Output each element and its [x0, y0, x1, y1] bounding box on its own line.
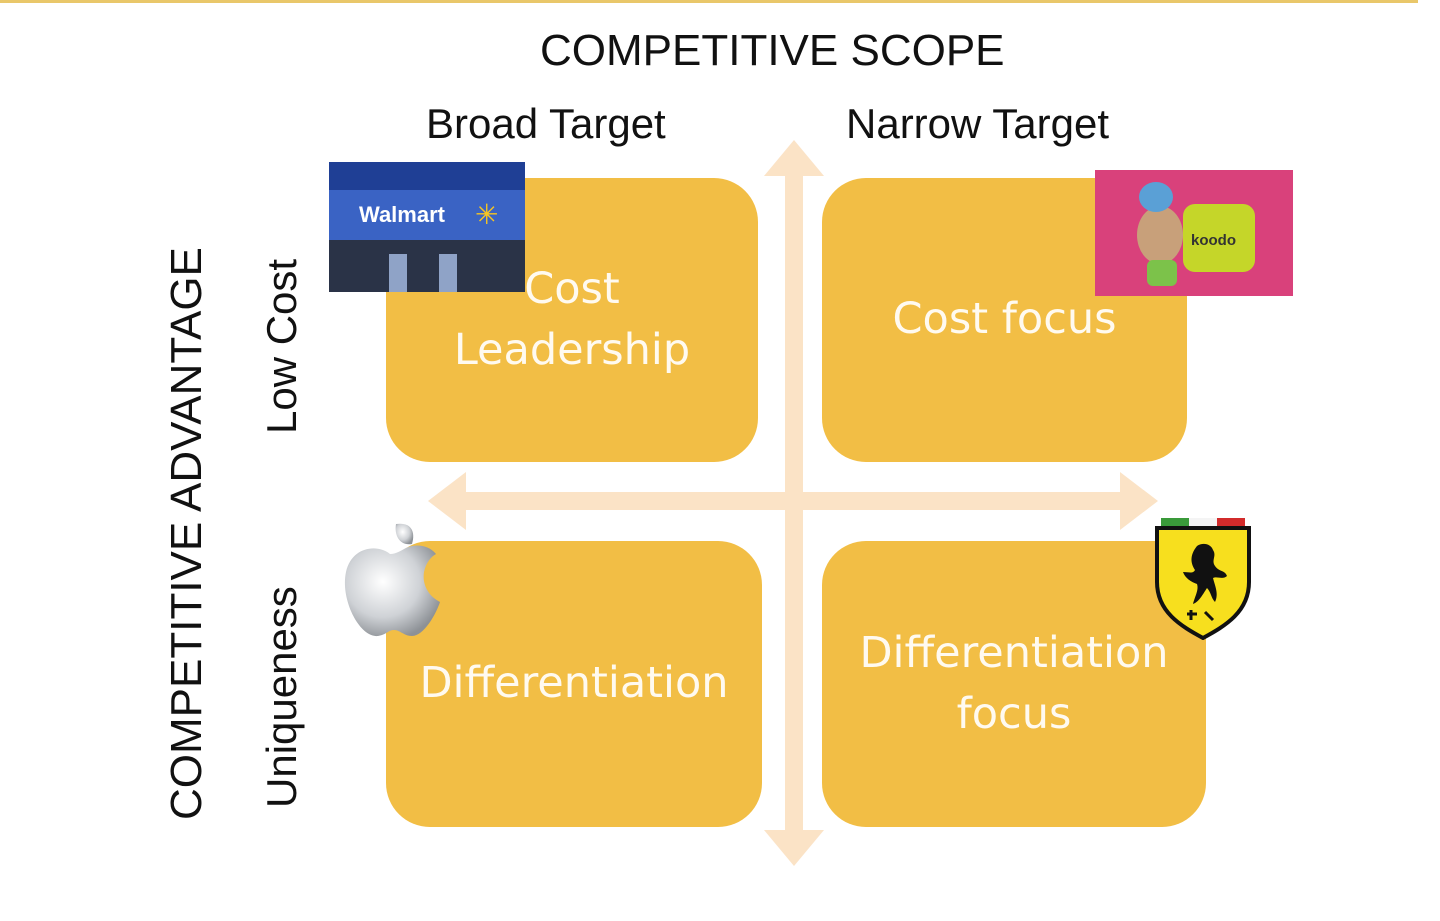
mascot-legs: [1147, 260, 1177, 286]
quadrant-differentiation-focus: Differentiation focus: [822, 541, 1206, 827]
horizontal-axis-shaft: [462, 492, 1126, 510]
store-front: [329, 240, 525, 292]
mascot-body: [1137, 206, 1183, 264]
ferrari-logo: [1155, 518, 1251, 640]
koodo-logo-text: koodo: [1191, 232, 1236, 249]
quadrant-differentiation: Differentiation: [386, 541, 762, 827]
flag-red: [1217, 518, 1245, 526]
apple-leaf: [395, 523, 414, 545]
competitive-scope-title: COMPETITIVE SCOPE: [540, 26, 1005, 75]
competitive-advantage-title: COMPETITIVE ADVANTAGE: [162, 247, 211, 820]
walmart-logo-text: Walmart: [359, 202, 445, 227]
koodo-logo: koodo: [1095, 170, 1293, 296]
flag-green: [1161, 518, 1189, 526]
vertical-axis-arrowhead-down: [764, 830, 824, 866]
prancing-horse-icon: [1183, 543, 1227, 604]
store-door: [389, 254, 407, 292]
apple-logo: [344, 523, 440, 637]
spark-icon: ✳: [475, 199, 499, 230]
apple-body: [344, 545, 440, 637]
row-label-uniqueness: Uniqueness: [258, 586, 305, 808]
column-label-narrow-target: Narrow Target: [846, 100, 1109, 147]
ferrari-letters: [1187, 610, 1215, 622]
column-label-broad-target: Broad Target: [426, 100, 666, 147]
koodo-box: [1183, 204, 1255, 272]
vertical-axis-arrowhead-up: [764, 140, 824, 176]
quadrant-label: Cost focus: [892, 294, 1117, 345]
quadrant-label: Differentiation focus: [859, 627, 1169, 739]
store-roof: [329, 162, 525, 190]
walmart-logo: Walmart ✳: [329, 162, 525, 292]
vertical-axis-shaft: [785, 172, 803, 836]
top-rule: [0, 0, 1418, 3]
row-label-low-cost: Low Cost: [258, 258, 305, 434]
quadrant-label: Cost Leadership: [453, 263, 691, 375]
quadrant-label: Differentiation: [419, 658, 729, 709]
store-door: [439, 254, 457, 292]
mascot-head: [1139, 182, 1173, 212]
flag-white: [1189, 518, 1217, 526]
